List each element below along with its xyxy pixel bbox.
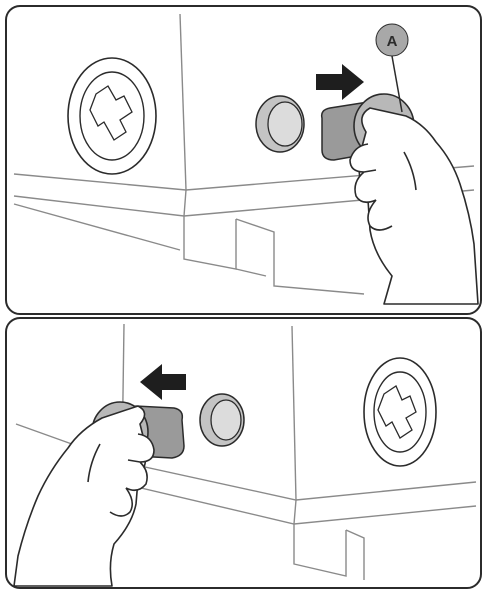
bottom-socket-icon <box>200 394 244 446</box>
callout-a-label: A <box>387 33 398 50</box>
top-socket-icon <box>256 96 304 152</box>
bottom-port-icon <box>364 358 436 466</box>
top-port-icon <box>68 58 156 174</box>
bottom-panel <box>6 318 481 588</box>
instruction-diagram: A <box>4 4 483 591</box>
top-panel: A <box>6 6 481 314</box>
